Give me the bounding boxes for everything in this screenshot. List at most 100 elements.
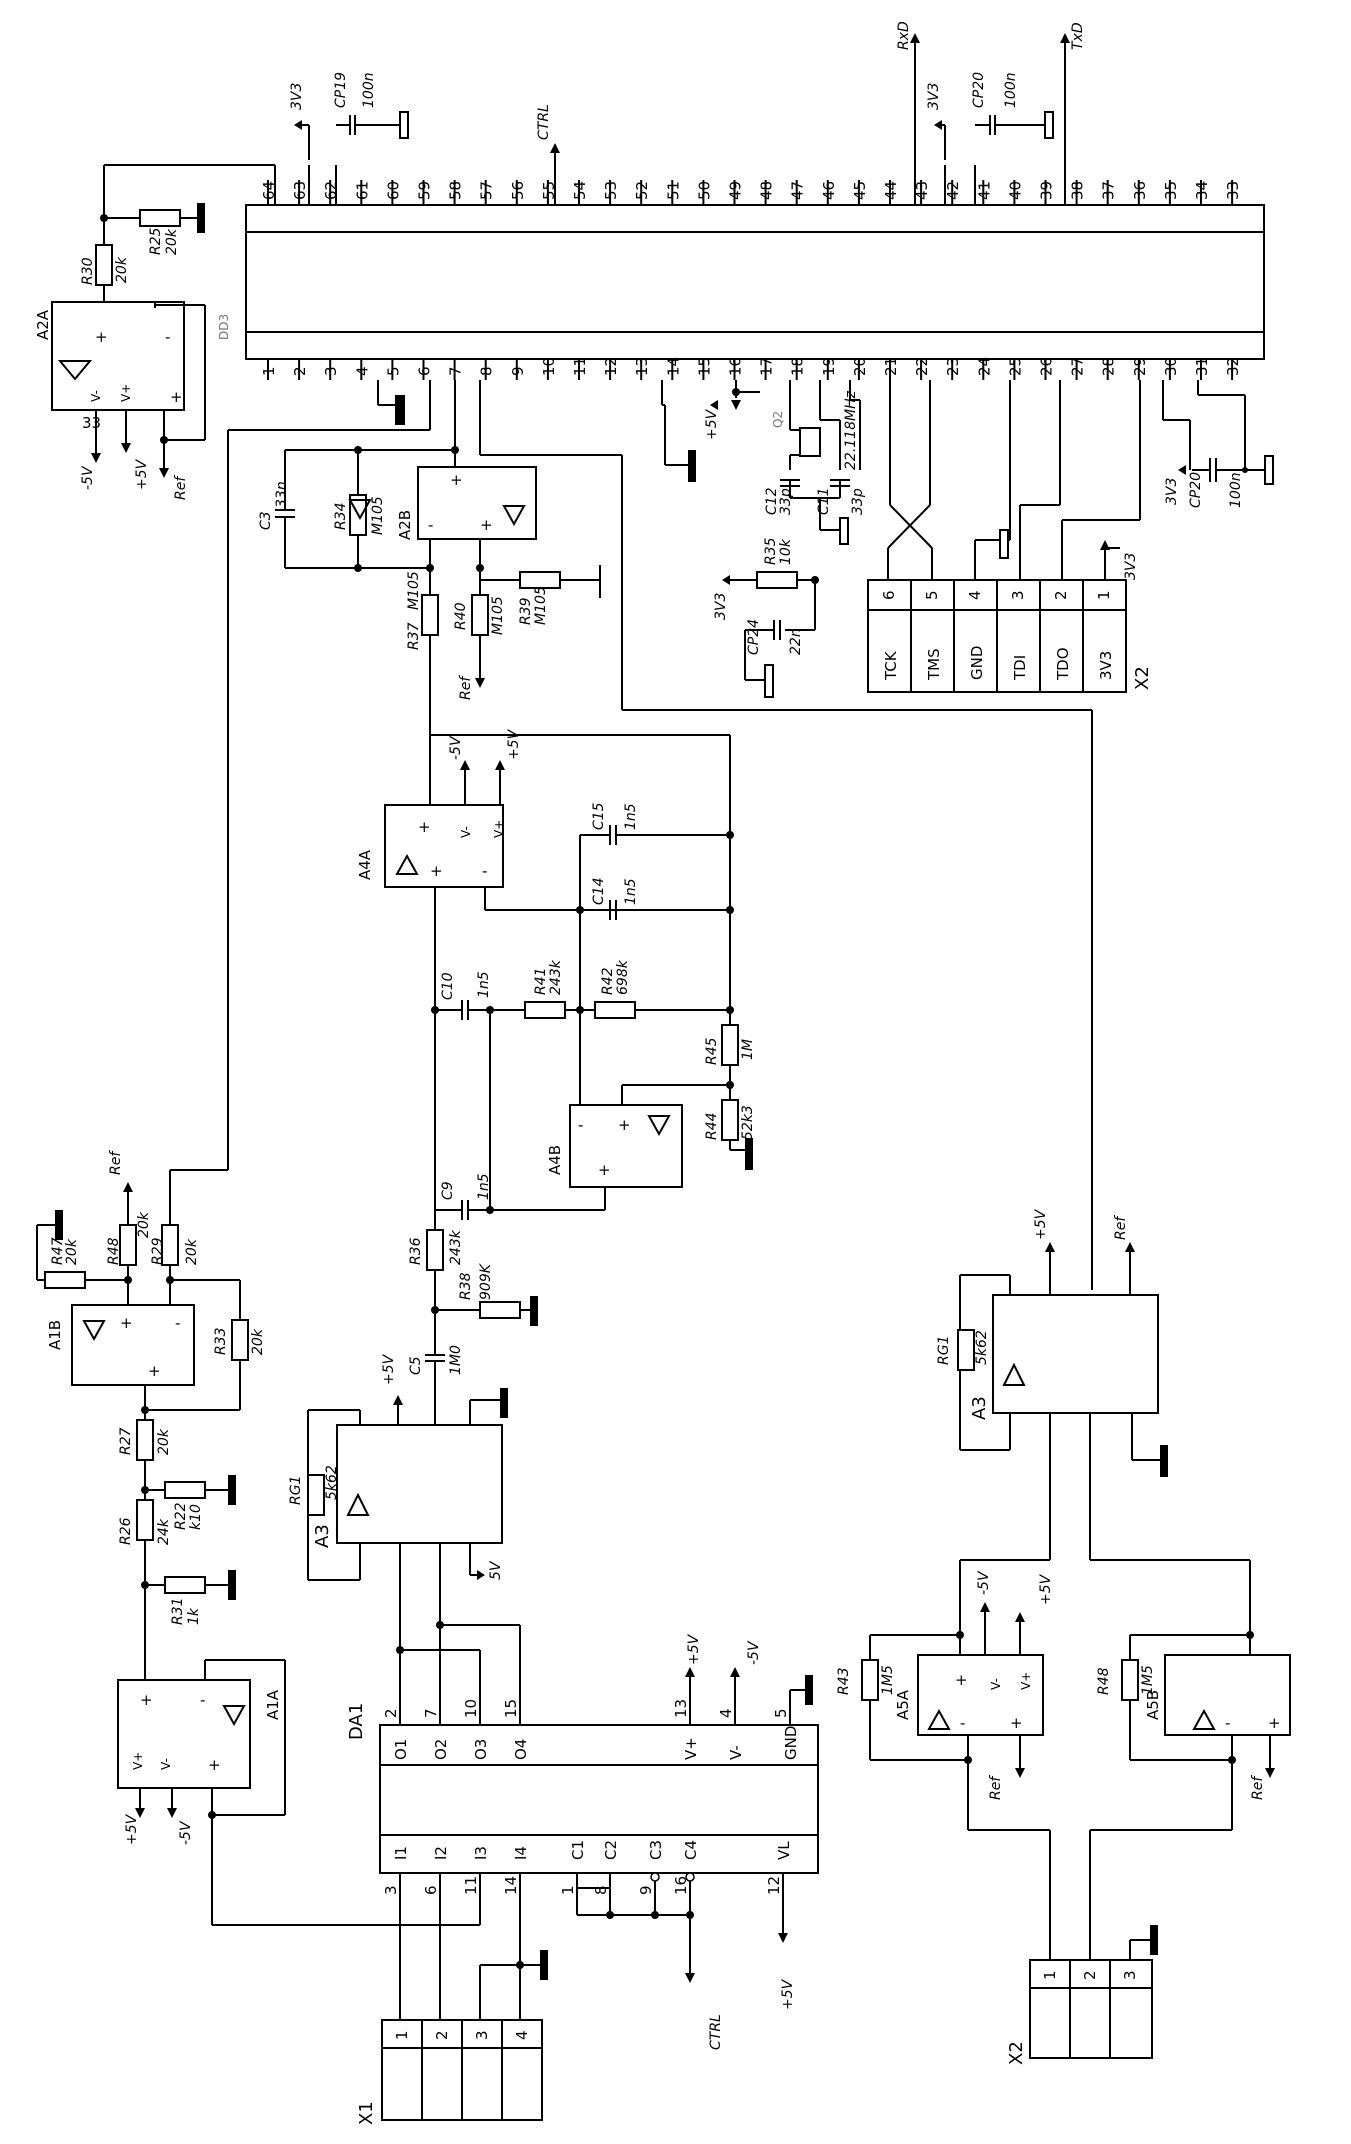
a5a-wiring: -5V +5V Ref R43 1M5 (836, 1559, 1054, 1960)
svg-text:A2B: A2B (396, 510, 414, 540)
da1-bottom-label: I3 (472, 1846, 490, 1860)
dd3-top-pin-label: 39 (1038, 181, 1056, 200)
dd3-bottom-pin-label: 6 (416, 366, 434, 376)
svg-text:R44: R44 (704, 1112, 720, 1140)
svg-text:+: + (598, 1161, 611, 1179)
svg-text:24k: 24k (156, 1518, 172, 1545)
svg-text:M105: M105 (533, 586, 549, 625)
svg-text:M105: M105 (490, 596, 506, 635)
svg-text:CP19: CP19 (333, 72, 349, 108)
da1-bottom-pin: 3 (382, 1885, 400, 1895)
svg-text:Ref: Ref (988, 1775, 1004, 1800)
dd3-top-pin-label: 62 (322, 181, 340, 200)
opamp-a1b: A1B + - + (46, 1304, 195, 1386)
svg-text:-5V: -5V (448, 735, 464, 760)
x1-pin: 2 (433, 2030, 451, 2040)
da1-top-label: O3 (472, 1739, 490, 1760)
svg-text:Ref: Ref (458, 675, 474, 700)
da1-top-label: V- (727, 1745, 745, 1760)
da1-wiring: +5V -5V CTRL +5V (396, 1543, 813, 2050)
svg-text:+5V: +5V (124, 1813, 140, 1845)
da1-bottom-label: I1 (392, 1846, 410, 1860)
svg-text:CP20: CP20 (1188, 472, 1204, 508)
svg-text:Ref: Ref (1113, 1215, 1129, 1240)
svg-text:100n: 100n (1003, 72, 1019, 108)
svg-text:A3: A3 (969, 1396, 990, 1420)
svg-text:+5V: +5V (1033, 1208, 1049, 1240)
svg-text:RG1: RG1 (936, 1336, 952, 1365)
svg-text:+: + (148, 1362, 161, 1380)
svg-text:1n5: 1n5 (476, 1173, 492, 1200)
svg-text:CTRL: CTRL (536, 104, 552, 140)
da1-top-pin: 13 (672, 1699, 690, 1718)
dd3-bottom-pin-label: 16 (727, 357, 745, 376)
dd3-bottom-pin-label: 28 (1100, 357, 1118, 376)
opamp-a4b: A4B - + + (546, 1104, 683, 1188)
da1-bottom-label: C3 (647, 1840, 665, 1860)
svg-text:3V3: 3V3 (1123, 553, 1139, 580)
dd3-top-pin-label: 53 (602, 181, 620, 200)
svg-text:A1A: A1A (264, 1689, 282, 1720)
opamp-a1a: A1A V+ V- + - + (117, 1679, 282, 1789)
opamp-a5a: A5A V- V+ + - + (894, 1654, 1044, 1736)
svg-text:R37: R37 (406, 622, 422, 650)
svg-text:M105: M105 (370, 496, 386, 535)
svg-text:C5: C5 (408, 1356, 424, 1375)
svg-text:+: + (450, 471, 463, 489)
svg-text:Ref: Ref (173, 475, 189, 500)
svg-text:-: - (165, 328, 170, 346)
svg-text:1M5: 1M5 (1140, 1665, 1156, 1695)
dd3-pin15-5v: +5V (661, 380, 720, 482)
da1-top-pin: 7 (422, 1708, 440, 1718)
svg-text:5k62: 5k62 (974, 1330, 990, 1365)
svg-text:Ref: Ref (108, 1150, 124, 1175)
dd3-bottom-pin-label: 4 (353, 366, 371, 376)
dd3-bottom-pin-label: 8 (478, 366, 496, 376)
svg-text:R48: R48 (106, 1237, 122, 1265)
da1-bottom-pin: 9 (637, 1885, 655, 1895)
dd3-bottom-pin-label: 18 (789, 357, 807, 376)
da1-bottom-pin: 1 (559, 1885, 577, 1895)
svg-text:R31: R31 (170, 1597, 186, 1625)
svg-text:1k: 1k (186, 1607, 202, 1625)
dd3-bottom-pin-label: 11 (571, 357, 589, 376)
r30-r25: R30 20k R25 20k (80, 164, 276, 290)
x2-jtag-signal: TDO (1054, 647, 1072, 681)
x2-jtag-signal: 3V3 (1097, 651, 1115, 680)
x2-jtag-pin: 6 (880, 590, 898, 600)
svg-text:33p: 33p (850, 488, 866, 515)
dd3-top-pin-label: 52 (633, 181, 651, 200)
dd3-top-pin-label: 38 (1069, 181, 1087, 200)
svg-text:R33: R33 (213, 1327, 229, 1355)
svg-text:1n5: 1n5 (476, 971, 492, 998)
dd3-top-pin-label: 61 (353, 181, 371, 200)
dd3-top-pin-label: 46 (820, 181, 838, 200)
dd3-bottom-pin-label: 14 (664, 357, 682, 376)
da1-bottom-label: VL (775, 1841, 793, 1860)
svg-text:+5V: +5V (780, 1978, 796, 2010)
da1-bottom-label: I2 (432, 1846, 450, 1860)
svg-text:+: + (430, 862, 443, 880)
svg-text:R27: R27 (118, 1427, 134, 1455)
svg-text:R26: R26 (118, 1517, 134, 1545)
svg-text:A5A: A5A (894, 1689, 912, 1720)
dd3-top-pin-label: 40 (1006, 181, 1024, 200)
rxd-txd: RxD TxD 3V3 CP20 100n (896, 21, 1086, 205)
svg-text:20k: 20k (164, 228, 180, 255)
svg-text:22n: 22n (788, 628, 804, 655)
svg-text:V-: V- (989, 1678, 1003, 1690)
x2-jtag-pin: 5 (923, 590, 941, 600)
da1-bottom-label: C4 (682, 1840, 700, 1860)
ctrl-signal-top: CTRL (536, 104, 560, 205)
dd3-bottom-pin-label: 19 (820, 357, 838, 376)
svg-text:243k: 243k (448, 1229, 464, 1265)
da1-top-pin: 5 (772, 1708, 790, 1718)
svg-text:k10: k10 (188, 1504, 204, 1530)
svg-text:33p: 33p (778, 488, 794, 515)
da1-top-pin: 2 (382, 1708, 400, 1718)
svg-text:3V3: 3V3 (289, 83, 305, 110)
svg-text:+: + (140, 1691, 153, 1709)
dd3-bottom-pin-label: 2 (291, 366, 309, 376)
svg-text:-5V: -5V (80, 465, 96, 490)
a4b-wiring (486, 1010, 623, 1214)
